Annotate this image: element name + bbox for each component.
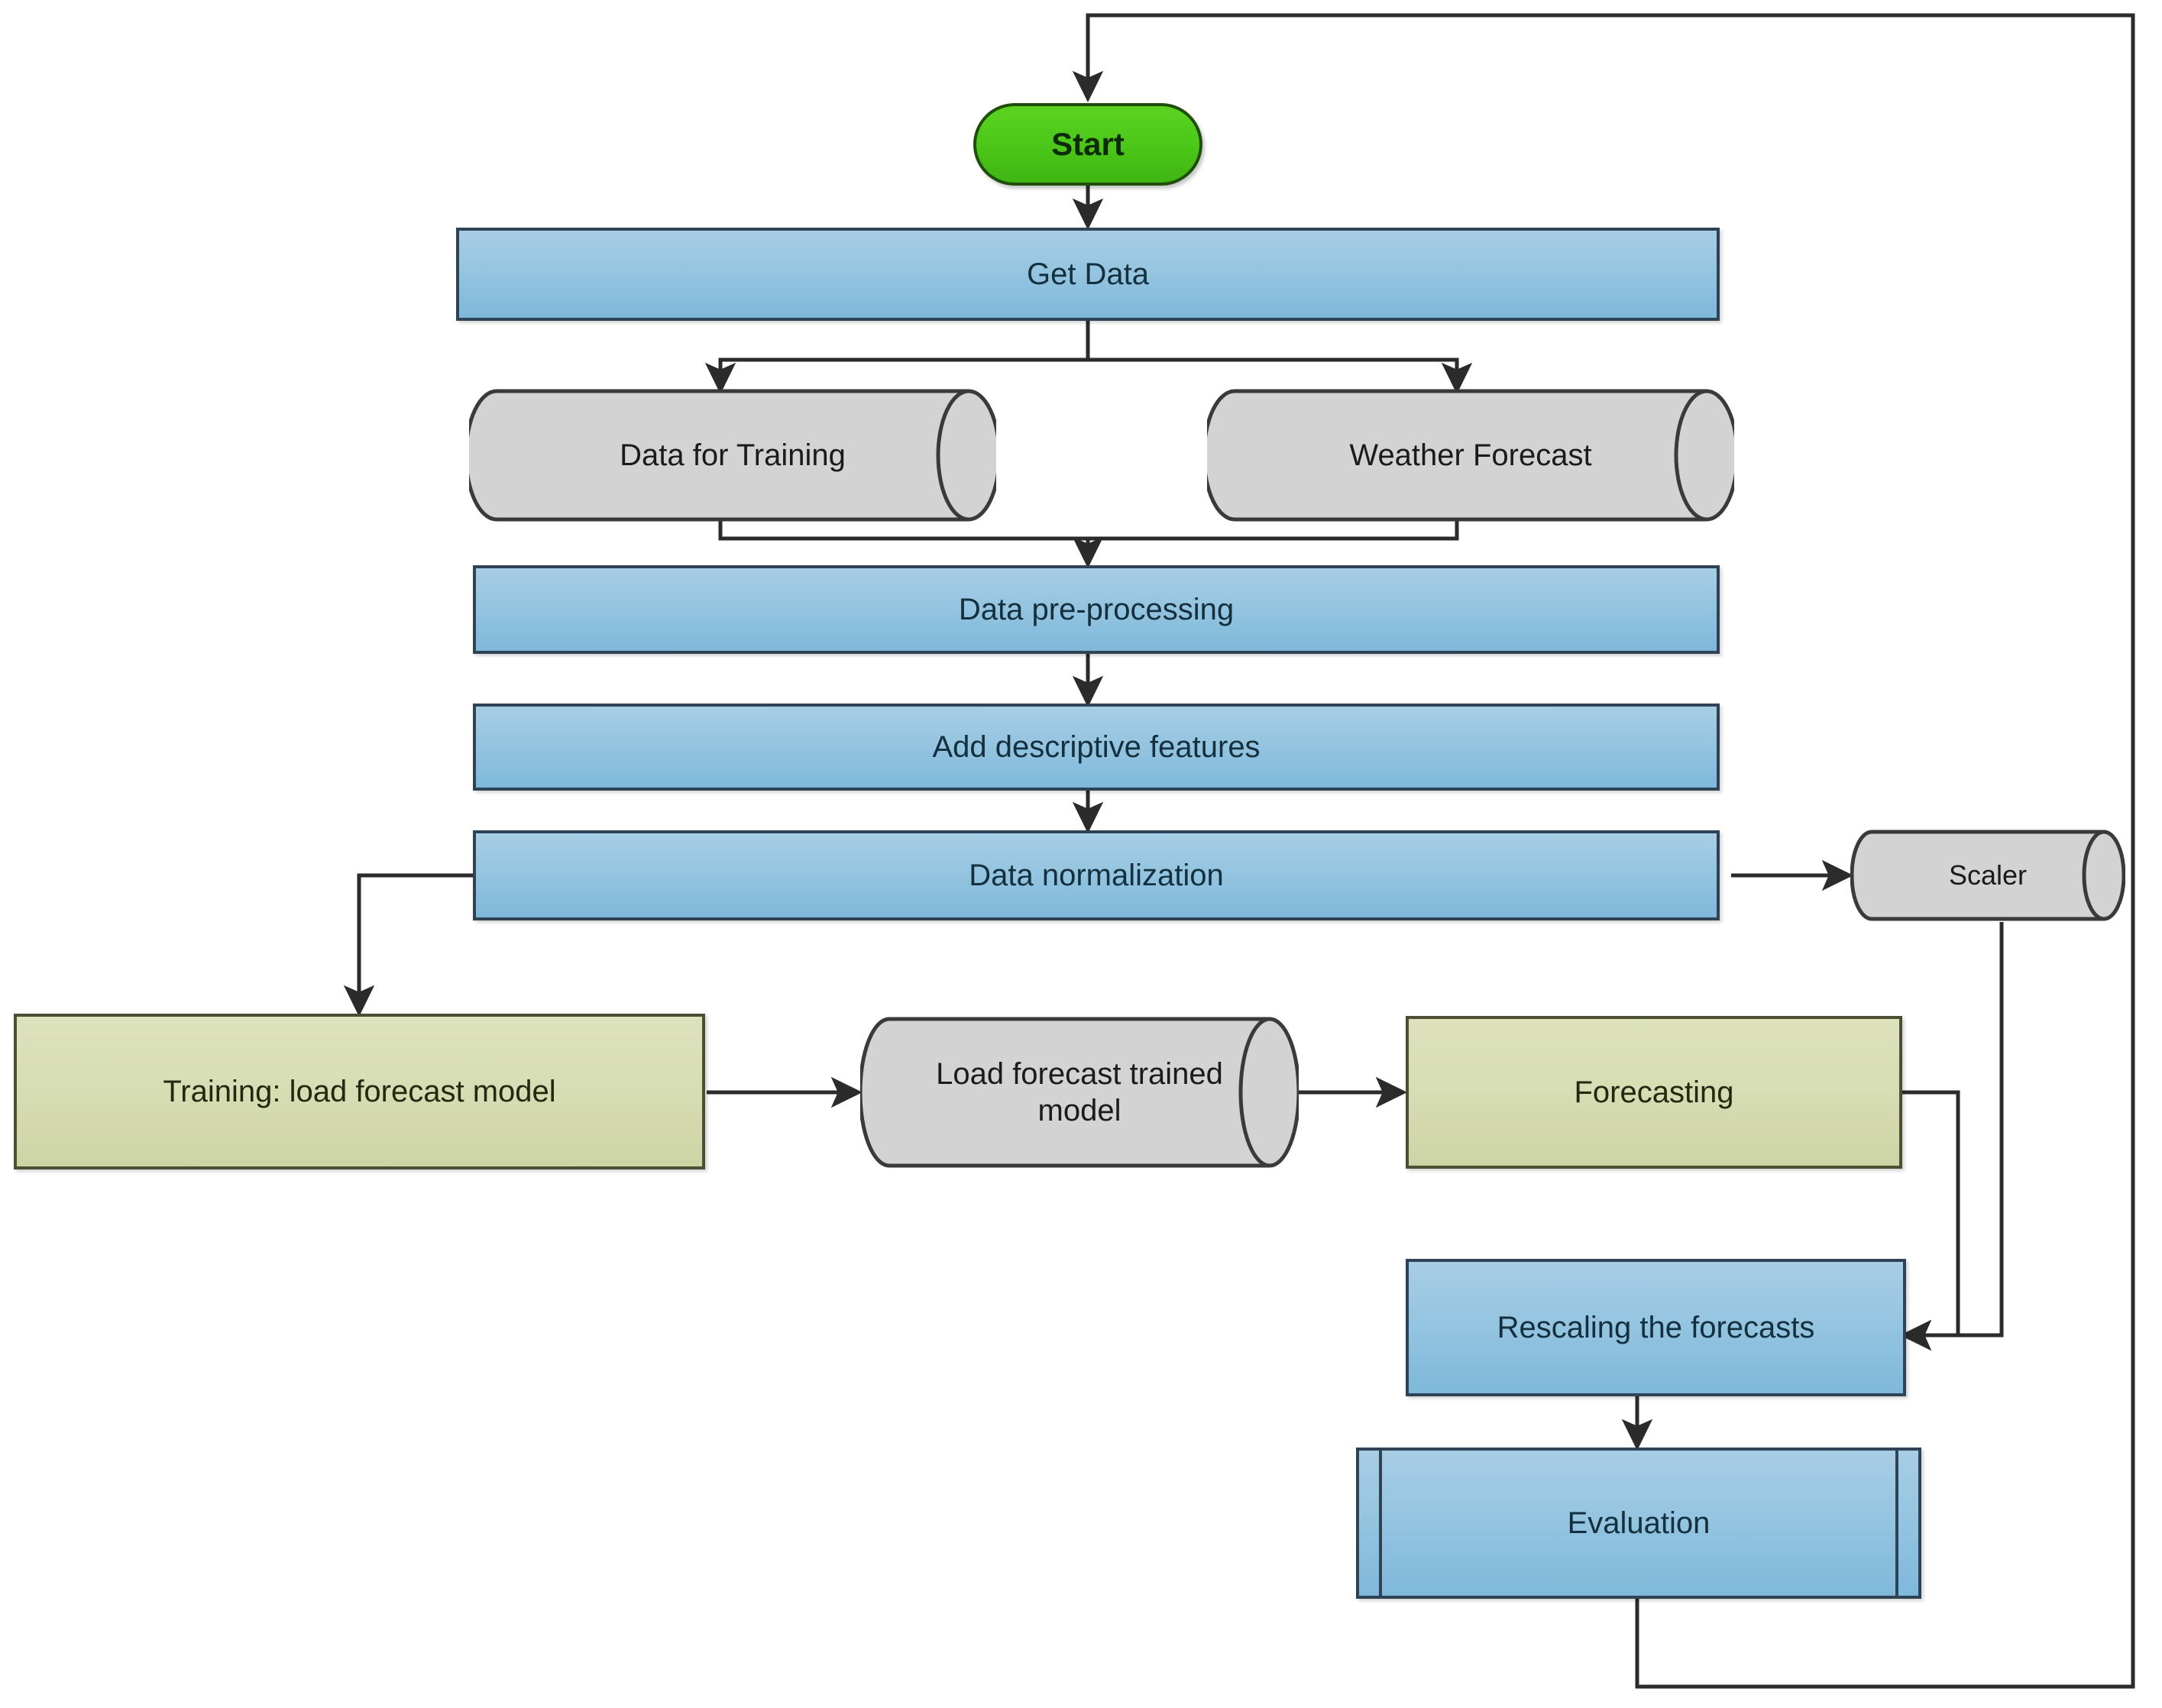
node-data-for-training[interactable]: Data for Training (469, 388, 996, 522)
node-data-preprocessing[interactable]: Data pre-processing (473, 565, 1720, 654)
node-get-data[interactable]: Get Data (456, 228, 1720, 321)
edge-scaler-to-rescaling (1899, 922, 2004, 1351)
predefined-process-left-bar (1379, 1451, 1382, 1596)
node-start-label: Start (1051, 125, 1125, 162)
node-load-forecast-trained-model[interactable]: Load forecast trained model (860, 1016, 1299, 1169)
database-cylinder-shape (860, 1017, 1299, 1168)
node-forecasting[interactable]: Forecasting (1406, 1016, 1902, 1169)
predefined-process-right-bar (1895, 1451, 1898, 1596)
edge-get-data-to-weather-forecast (1088, 357, 1473, 395)
edge-forecasting-to-rescaling (1899, 1090, 1960, 1351)
node-start[interactable]: Start (973, 103, 1202, 186)
database-cylinder-shape (469, 389, 996, 522)
database-cylinder-shape (1850, 830, 2125, 921)
node-load-forecast-trained-model-label: Load forecast trained model (936, 1057, 1223, 1127)
node-add-descriptive-features[interactable]: Add descriptive features (473, 704, 1720, 791)
node-data-normalization-label: Data normalization (969, 859, 1224, 892)
node-data-for-training-label: Data for Training (620, 438, 846, 472)
node-training-load-forecast-model[interactable]: Training: load forecast model (14, 1014, 705, 1169)
node-add-descriptive-features-label: Add descriptive features (932, 730, 1261, 764)
node-evaluation[interactable]: Evaluation (1356, 1448, 1921, 1599)
edge-get-data-to-data-for-training (704, 357, 1088, 395)
node-weather-forecast[interactable]: Weather Forecast (1207, 388, 1734, 522)
node-training-label: Training: load forecast model (163, 1075, 556, 1108)
node-data-normalization[interactable]: Data normalization (473, 830, 1720, 920)
node-rescaling-the-forecasts[interactable]: Rescaling the forecasts (1406, 1259, 1906, 1396)
node-data-preprocessing-label: Data pre-processing (958, 593, 1235, 626)
node-forecasting-label: Forecasting (1574, 1076, 1734, 1109)
node-get-data-label: Get Data (1026, 257, 1150, 291)
edge-weather-forecast-down (1088, 521, 1459, 541)
node-evaluation-label: Evaluation (1567, 1506, 1711, 1540)
edge-normalization-to-training (343, 873, 474, 1017)
node-weather-forecast-label: Weather Forecast (1349, 438, 1592, 472)
node-rescaling-the-forecasts-label: Rescaling the forecasts (1497, 1311, 1815, 1344)
node-scaler-label: Scaler (1948, 859, 2028, 891)
database-cylinder-shape (1207, 389, 1734, 522)
edge-data-for-training-down (718, 521, 1088, 541)
node-scaler[interactable]: Scaler (1850, 829, 2125, 922)
